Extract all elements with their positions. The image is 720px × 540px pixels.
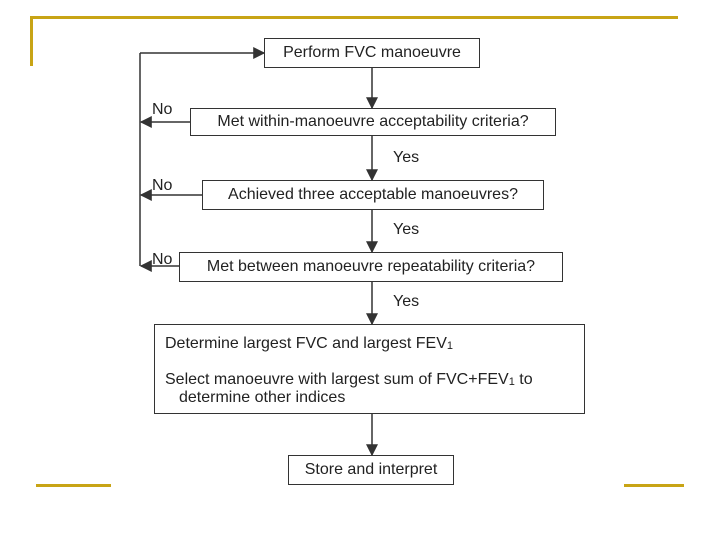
yes-label-within: Yes: [393, 149, 420, 166]
select-subscript: 1: [508, 376, 515, 388]
no-label-three: No: [152, 177, 173, 194]
no-label-repeat: No: [152, 251, 173, 268]
determine-subscript: 1: [446, 340, 454, 352]
determine-other-indices-text: determine other indices: [179, 389, 346, 406]
step-determine-select: Determine largest FVC and largest FEV1 S…: [154, 324, 585, 414]
no-label-within: No: [152, 101, 173, 118]
step-store-interpret: Store and interpret: [288, 455, 454, 485]
step-store-interpret-text: Store and interpret: [304, 461, 438, 478]
step-perform-fvc-text: Perform FVC manoeuvre: [283, 44, 461, 61]
bottom-right-accent-bar: [624, 484, 684, 487]
yes-label-repeat: Yes: [393, 293, 420, 310]
decision-repeatability-text: Met between manoeuvre repeatability crit…: [206, 258, 536, 275]
step-perform-fvc: Perform FVC manoeuvre: [264, 38, 480, 68]
determine-largest-text: Determine largest FVC and largest FEV: [165, 335, 447, 352]
bottom-left-accent-bar: [36, 484, 111, 487]
determine-other-indices-line: determine other indices: [179, 388, 345, 408]
left-accent-bar: [30, 16, 33, 66]
decision-three-acceptable-text: Achieved three acceptable manoeuvres?: [228, 186, 518, 203]
top-accent-bar: [30, 16, 678, 19]
decision-repeatability: Met between manoeuvre repeatability crit…: [179, 252, 563, 282]
select-suffix-text: to: [514, 371, 533, 388]
determine-largest-line: Determine largest FVC and largest FEV1: [165, 334, 453, 356]
yes-label-three: Yes: [393, 221, 420, 238]
decision-three-acceptable: Achieved three acceptable manoeuvres?: [202, 180, 544, 210]
decision-within-criteria-text: Met within-manoeuvre acceptability crite…: [217, 113, 529, 130]
select-manoeuvre-text: Select manoeuvre with largest sum of FVC…: [165, 371, 509, 388]
select-manoeuvre-line: Select manoeuvre with largest sum of FVC…: [165, 370, 533, 392]
decision-within-criteria: Met within-manoeuvre acceptability crite…: [190, 108, 556, 136]
